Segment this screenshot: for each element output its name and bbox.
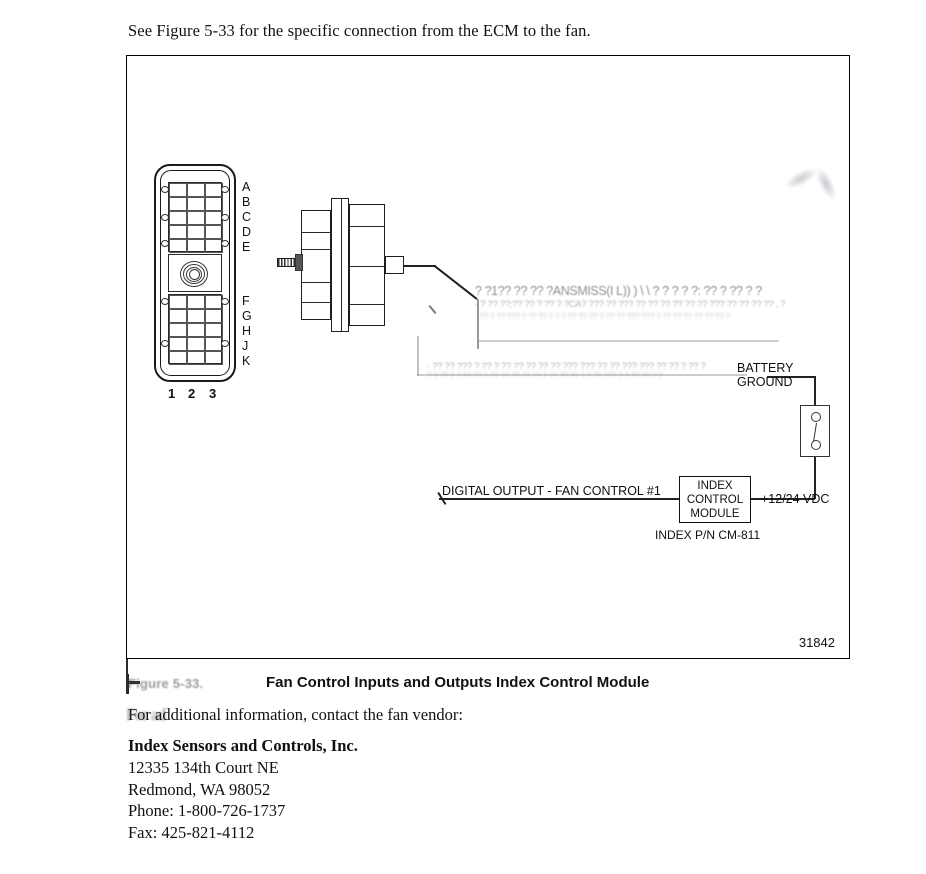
module-label-line1: INDEX — [697, 479, 733, 492]
wire-fuse-bottom-lead — [814, 456, 816, 499]
vendor-address-line-2: Redmond, WA 98052 — [128, 779, 271, 799]
index-control-module-box: INDEX CONTROL MODULE — [679, 476, 751, 523]
connector-round-terminal-ring-1 — [180, 261, 208, 287]
vendor-address-line-1: 12335 134th Court NE — [128, 758, 279, 777]
wire-battery-ground-to-fuse — [767, 376, 815, 378]
pin-label-h: H — [242, 324, 252, 338]
margin-rule-vertical — [126, 659, 128, 683]
connector-face-drawing: A B C D E F G H J K 1 2 3 — [154, 164, 264, 404]
pin-label-k: K — [242, 354, 251, 368]
connector-plug-body-drawing — [277, 194, 417, 339]
connector-pin-letter-labels: A B C D E F G H J K — [242, 164, 262, 382]
vendor-contact-block: For additional information, contact the … — [126, 704, 688, 843]
pin-label-g: G — [242, 309, 252, 323]
pin-label-d: D — [242, 225, 252, 239]
plug-flange — [331, 198, 349, 332]
intro-paragraph: See Figure 5-33 for the specific connect… — [128, 21, 591, 40]
module-label-line3: MODULE — [690, 507, 740, 520]
figure-frame: A B C D E F G H J K 1 2 3 — [126, 55, 866, 659]
pin-label-c: C — [242, 210, 252, 224]
vendor-lead-in-line: For additional information, contact the … — [126, 704, 688, 726]
connector-round-terminal-ring-2 — [183, 264, 205, 284]
vendor-fax: Fax: 425-821-4112 — [128, 822, 255, 842]
vendor-phone: Phone: 1-800-726-1737 — [128, 801, 286, 820]
pin-number-1: 1 — [168, 386, 176, 401]
smudged-transmission-label-line3: - ?? ? ?? ??? ? ?? ?? ? ? ? ?? ?? ?? ? ?… — [475, 312, 730, 321]
smudged-ground-label-line1: - ?? ?? ??? ? ?? ? ?? ?? ?? ?? ?? ??? ??… — [427, 361, 706, 372]
wire-fuse-top-lead — [814, 376, 816, 406]
caption-margin-tick — [126, 674, 129, 694]
vdc-supply-label: +12/24 VDC — [761, 492, 830, 506]
caption-figure-tag: Figure 5-33. — [128, 676, 204, 691]
connector-round-terminal-core — [189, 269, 200, 280]
vendor-company-name: Index Sensors and Controls, Inc. — [128, 735, 358, 755]
margin-rule-horizontal — [126, 681, 140, 684]
vendor-lead-in-text: For additional information, contact the … — [128, 705, 463, 724]
wire-bus-ground — [417, 374, 747, 376]
smudged-ground-label-line2: ? ? ?? ? ? ?? ?? ? ?? ?? ?? ?? ?? ? ?? ?… — [427, 371, 663, 380]
wire-vertical-bundle — [477, 299, 479, 349]
pin-label-b: B — [242, 195, 251, 209]
connector-inner-shell — [160, 170, 230, 376]
smudged-transmission-label-line1: ? ?1?? ?? ?? ?ANSMISS(I L)) ) \ \ ? ? ? … — [475, 284, 762, 298]
scan-artifact-smudge — [768, 128, 866, 229]
wire-bus-ground-riser — [417, 336, 419, 376]
wire-digital-output-lead — [439, 498, 679, 500]
module-part-number-label: INDEX P/N CM-811 — [655, 528, 761, 542]
connector-pin-grid-lower — [168, 294, 223, 365]
plug-stud-shoulder — [295, 254, 303, 271]
figure-id-number: 31842 — [798, 635, 835, 650]
wire-ground-leader-tick — [428, 305, 437, 314]
ground-label: GROUND — [737, 375, 793, 389]
pin-label-a: A — [242, 180, 251, 194]
wire-fuse-to-module — [750, 498, 815, 500]
pin-label-f: F — [242, 294, 250, 308]
plug-right-body — [349, 204, 385, 326]
pin-label-j: J — [242, 339, 249, 353]
fuse-symbol — [800, 405, 830, 457]
figure-caption-row: Figure 5-33. Fan Control Inputs and Outp… — [126, 674, 850, 698]
vendor-lead-in-smudge-overlay: For ad — [126, 705, 166, 724]
wire-bus-transmission — [479, 340, 779, 342]
caption-title: Fan Control Inputs and Outputs Index Con… — [266, 674, 650, 691]
wire-diagonal-to-bus — [434, 265, 478, 300]
connector-round-terminal-ring-3 — [186, 267, 202, 282]
connector-pin-number-labels: 1 2 3 — [162, 386, 242, 404]
wire-plug-exit — [404, 265, 436, 267]
pin-label-e: E — [242, 240, 251, 254]
plug-cable-boss — [385, 256, 404, 274]
smudged-transmission-label-line2: - ? ?? ??;?? ?? ? ?? ? ?CA? ??? ?? ??? ?… — [475, 299, 785, 310]
pin-number-3: 3 — [209, 386, 217, 401]
wire-vdc-lead — [750, 498, 762, 500]
battery-label: BATTERY — [737, 361, 794, 375]
module-label-line2: CONTROL — [686, 493, 744, 506]
digital-output-label: DIGITAL OUTPUT - FAN CONTROL #1 — [442, 484, 661, 498]
pin-number-2: 2 — [188, 386, 196, 401]
plug-left-barrel — [301, 210, 331, 320]
connector-pin-grid-upper — [168, 182, 223, 253]
